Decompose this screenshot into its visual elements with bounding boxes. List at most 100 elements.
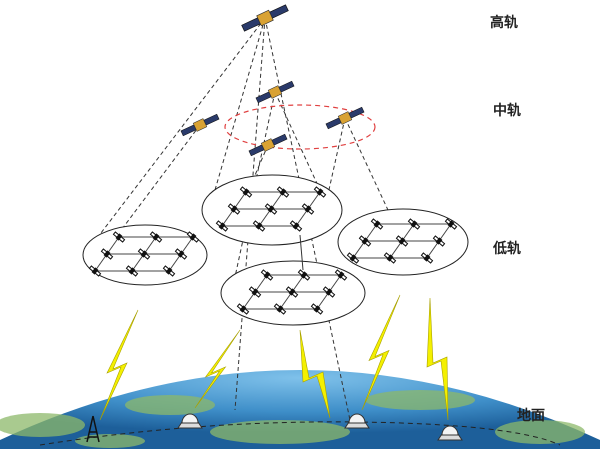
leo-cluster xyxy=(337,208,469,276)
satellite-body xyxy=(91,267,99,275)
leo-satellite-icon xyxy=(252,220,266,232)
satellites xyxy=(180,4,365,157)
leo-satellite-icon xyxy=(346,252,360,264)
cluster-link xyxy=(426,240,440,259)
dashed-link xyxy=(214,17,266,191)
satellite-body xyxy=(260,138,276,152)
satellite-body xyxy=(103,250,111,258)
solar-panel xyxy=(180,124,197,137)
cluster-link xyxy=(295,208,309,227)
satellite-body xyxy=(177,250,185,258)
satellite-body xyxy=(263,271,271,279)
leo-satellite-icon xyxy=(289,220,303,232)
leo-satellite-icon xyxy=(239,186,253,198)
satellite-body xyxy=(337,111,353,125)
solar-panel xyxy=(255,91,272,104)
cluster-link xyxy=(328,274,342,293)
leo-cluster xyxy=(82,224,208,286)
leo-satellite-icon xyxy=(276,186,290,198)
lightning-bolt-icon xyxy=(426,297,449,421)
leo-satellite-icon xyxy=(358,235,372,247)
satellite-body xyxy=(242,188,250,196)
solar-panel xyxy=(241,17,261,32)
lightning-bolt-icon xyxy=(299,329,331,419)
leo-satellite-icon xyxy=(420,252,434,264)
solar-panel xyxy=(278,80,295,93)
leo-cluster xyxy=(201,174,343,246)
leo-satellite-icon xyxy=(186,231,200,243)
cluster-link xyxy=(270,191,284,210)
cluster-link xyxy=(233,191,247,210)
cluster-link xyxy=(106,236,120,255)
lightning-bolt-icon xyxy=(99,309,139,421)
cluster-link xyxy=(258,208,272,227)
leo-satellite-icon xyxy=(248,286,262,298)
ground-station-dome-icon xyxy=(437,425,463,441)
leo-satellite-icon xyxy=(310,303,324,315)
satellite-body xyxy=(276,305,284,313)
dashed-link xyxy=(94,124,201,266)
leo-satellite-icon xyxy=(334,269,348,281)
tower-frame xyxy=(86,415,100,443)
lightning-bolt-icon xyxy=(361,294,401,411)
satellite-body xyxy=(373,220,381,228)
cluster-link xyxy=(401,223,415,242)
leo-satellite-icon xyxy=(273,303,287,315)
cluster-link xyxy=(364,223,378,242)
cluster-link xyxy=(307,191,321,210)
high-orbit-satellite-icon xyxy=(241,4,289,32)
dashed-link xyxy=(344,117,396,226)
satellite-body xyxy=(313,305,321,313)
leo-clusters xyxy=(82,174,469,326)
antenna-tower-icon xyxy=(86,415,100,443)
leo-satellite-icon xyxy=(370,218,384,230)
landmass xyxy=(125,395,215,415)
ground-station-dome-icon xyxy=(344,413,370,429)
satellite-body xyxy=(447,220,455,228)
cluster-link xyxy=(143,236,157,255)
satellite-body xyxy=(255,222,263,230)
solar-panel xyxy=(325,117,342,130)
cluster-link xyxy=(279,291,293,310)
dome xyxy=(441,425,459,436)
satellite-body xyxy=(152,233,160,241)
landmass xyxy=(210,420,350,444)
cluster-link xyxy=(291,274,305,293)
ground-link-line xyxy=(39,421,561,446)
leo-satellite-icon xyxy=(383,252,397,264)
satellite-body xyxy=(165,267,173,275)
satellite-body xyxy=(251,288,259,296)
satellite-body xyxy=(410,220,418,228)
satellite-body xyxy=(279,188,287,196)
leo-satellite-icon xyxy=(444,218,458,230)
satellite-body xyxy=(386,254,394,262)
cluster-link xyxy=(254,274,268,293)
medium-orbit-satellite-icon xyxy=(248,133,288,157)
leo-satellite-icon xyxy=(395,235,409,247)
dashed-link xyxy=(319,117,346,231)
label-low-orbit: 低轨 xyxy=(493,241,521,257)
satellite-body xyxy=(300,271,308,279)
leo-satellite-icon xyxy=(322,286,336,298)
leo-satellite-icon xyxy=(149,231,163,243)
cluster-link xyxy=(94,253,108,272)
satellite-body xyxy=(288,288,296,296)
label-ground: 地面 xyxy=(517,408,545,424)
medium-orbit-ring xyxy=(224,104,376,150)
dashed-link xyxy=(274,91,321,191)
satellite-body xyxy=(239,305,247,313)
leo-satellite-icon xyxy=(215,220,229,232)
cluster-link xyxy=(168,253,182,272)
leo-satellite-icon xyxy=(137,248,151,260)
cluster-link xyxy=(438,223,452,242)
lightning-bolt-icon xyxy=(194,329,241,409)
dome xyxy=(348,413,366,424)
medium-orbit-satellite-icon xyxy=(255,80,295,104)
satellite-body xyxy=(189,233,197,241)
satellite-body xyxy=(267,205,275,213)
ground-stations xyxy=(86,413,463,443)
leo-satellite-icon xyxy=(162,265,176,277)
satellite-body xyxy=(325,288,333,296)
